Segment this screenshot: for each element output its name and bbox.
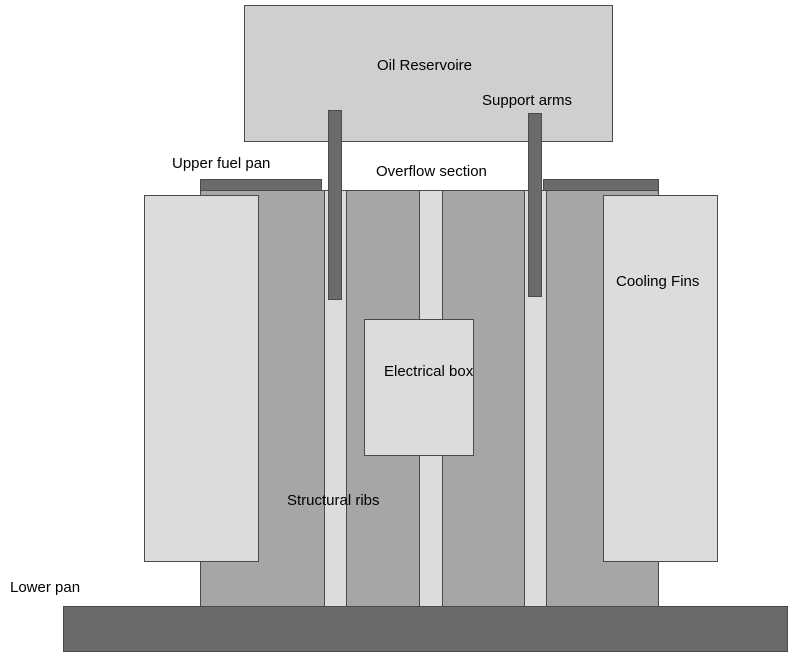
oil-reservoir xyxy=(244,5,613,142)
cooling-fins-label: Cooling Fins xyxy=(616,273,700,290)
electrical-box xyxy=(364,319,474,456)
lower-pan-label: Lower pan xyxy=(10,579,81,596)
upper-fuel-pan-label: Upper fuel pan xyxy=(172,155,271,172)
electrical-box-label: Electrical box xyxy=(384,363,474,380)
overflow-section-label: Overflow section xyxy=(376,163,487,180)
cooling-fins-left xyxy=(144,195,259,562)
lower-pan xyxy=(63,606,788,652)
support-arm-right xyxy=(528,113,542,297)
oil-reservoire-label: Oil Reservoire xyxy=(377,57,473,74)
cooling-fins-right xyxy=(603,195,718,562)
support-arms-label: Support arms xyxy=(482,92,573,109)
structural-ribs-label: Structural ribs xyxy=(287,492,380,509)
support-arm-left xyxy=(328,110,342,300)
